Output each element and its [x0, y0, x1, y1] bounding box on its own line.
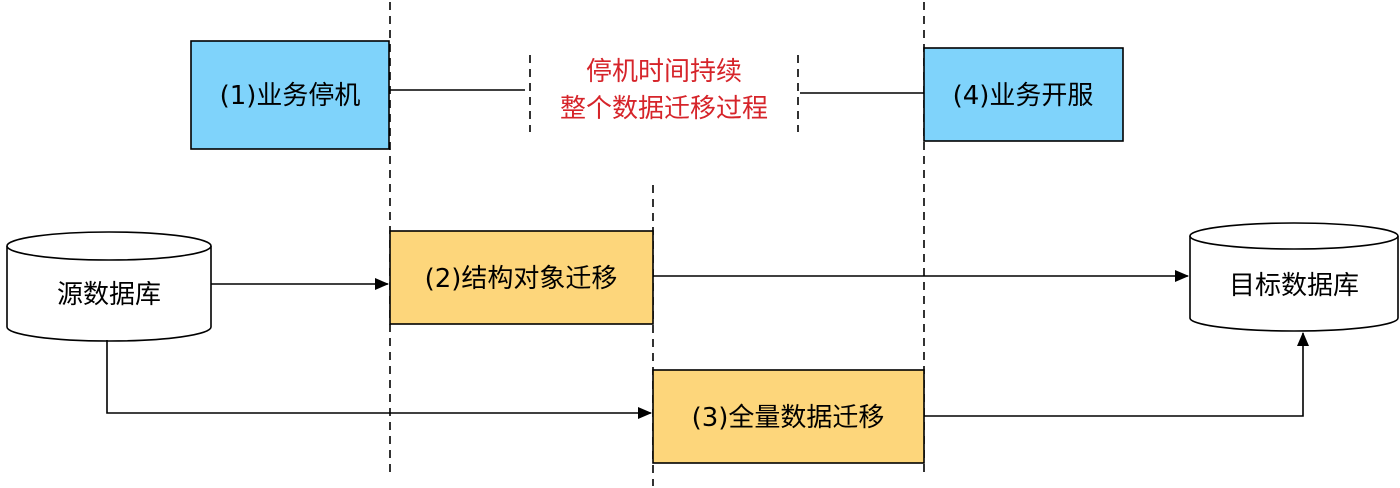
step-resume-box	[923, 47, 1124, 142]
arrow-full-to-target	[924, 332, 1309, 417]
source-database-label: 源数据库	[57, 280, 161, 310]
step-resume-label: (4)业务开服	[953, 81, 1094, 111]
arrow-source-to-full	[106, 340, 652, 419]
step-stop-box	[190, 40, 390, 150]
target-database: 目标数据库	[1189, 222, 1399, 332]
step-structure-label: (2)结构对象迁移	[425, 264, 618, 294]
step-stop-label: (1)业务停机	[220, 81, 361, 111]
source-database: 源数据库	[6, 231, 212, 342]
downtime-note-line1: 停机时间持续	[586, 57, 742, 87]
downtime-note-line2: 整个数据迁移过程	[560, 94, 768, 124]
step-full-box	[652, 369, 925, 464]
step-full-label: (3)全量数据迁移	[692, 403, 885, 433]
target-database-label: 目标数据库	[1229, 271, 1359, 301]
step-structure-box	[389, 230, 654, 325]
